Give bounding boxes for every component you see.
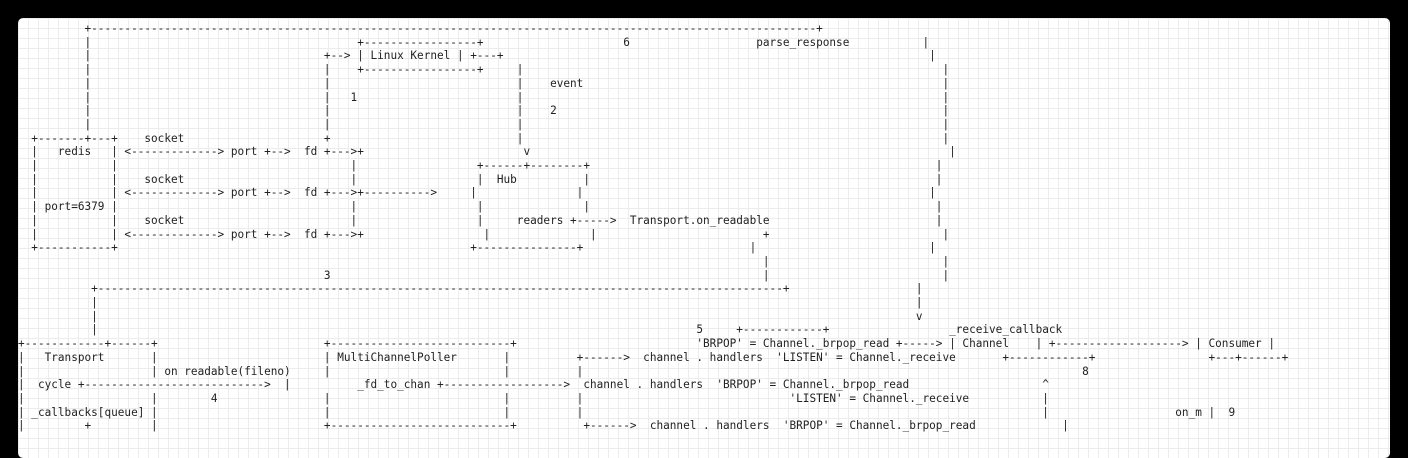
diagram-line: | | 1 | | <box>18 90 950 104</box>
diagram-line: | | socket | | Hub | | <box>18 172 943 186</box>
diagram-canvas: +---------------------------------------… <box>18 18 1390 458</box>
diagram-line: | Transport | | MultiChannelPoller | +--… <box>18 350 1289 364</box>
diagram-line: | | | | <box>18 117 950 131</box>
diagram-line: | | on readable(fileno) | | | 8 <box>18 364 1089 378</box>
diagram-line: | | | +------+--------+ | <box>18 159 943 173</box>
diagram-line: | v <box>18 309 923 323</box>
diagram-line: | redis | <-------------> port +--> fd +… <box>18 145 956 159</box>
diagram-line: | port=6379 | | | | | <box>18 200 943 214</box>
diagram-line: | +--> | Linux Kernel | +---+ | <box>18 49 936 63</box>
diagram-line: +---------------------------------------… <box>18 22 823 35</box>
diagram-line: +---------------------------------------… <box>18 282 923 296</box>
diagram-line: | | | 2 | <box>18 104 950 118</box>
diagram-line: | +-----------------+ 6 parse_response | <box>18 35 930 49</box>
diagram-line: | | socket | | readers +-----> Transport… <box>18 213 943 227</box>
diagram-line: | | +-----------------+ | | <box>18 63 950 77</box>
diagram-line: | cycle +---------------------------> | … <box>18 378 1049 392</box>
diagram-line: | _callbacks[queue] | | | | | on_m | 9 <box>18 405 1236 419</box>
diagram-line: | | <-------------> port +--> fd +--->+ … <box>18 227 950 241</box>
diagram-line: | | | event | <box>18 76 950 90</box>
diagram-line: | | 4 | | | 'LISTEN' = Channel._receive … <box>18 391 1049 405</box>
diagram-line: | 5 +------------+ _receive_callback <box>18 323 1063 337</box>
ascii-diagram: +---------------------------------------… <box>18 22 1288 433</box>
diagram-line: | | <-------------> port +--> fd +--->+-… <box>18 186 936 200</box>
diagram-line: | + | +---------------------------+ +---… <box>18 419 1069 433</box>
diagram-line: +------------+------+ +-----------------… <box>18 337 1275 351</box>
diagram-line: 3 | | <box>18 268 950 282</box>
diagram-line: | | <box>18 296 923 310</box>
diagram-line: | | <box>18 254 950 268</box>
diagram-line: +-----------+ +---------------+ | | <box>18 241 936 255</box>
diagram-line: +-------+---+ socket + | | <box>18 131 950 145</box>
